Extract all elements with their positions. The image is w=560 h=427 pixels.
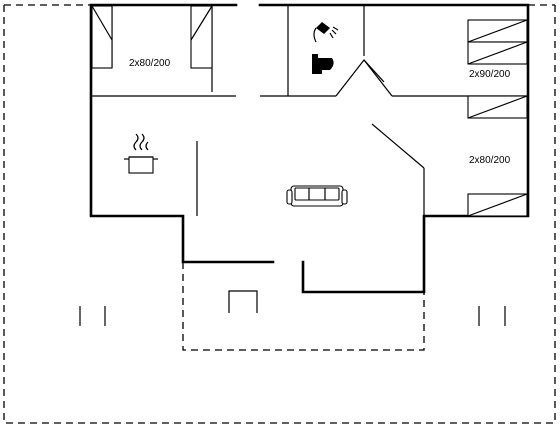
cooking-pot-icon [124,133,158,174]
wardrobe-right [190,5,213,69]
shower-icon [313,22,339,43]
wardrobe-left [91,5,113,69]
exterior-walls [89,3,530,294]
toilet-icon [312,54,334,74]
bed-label-top-left: 2x80/200 [129,58,171,69]
interior-walls [92,5,527,216]
sofa-icon [286,185,348,207]
porch-bench [228,290,258,313]
bed-right-2 [467,193,528,217]
garden-posts-right [478,306,506,326]
bed-top-right-2 [467,41,528,65]
garden-posts-left [79,306,106,326]
bed-label-top-right: 2x90/200 [469,69,511,80]
bed-label-right: 2x80/200 [469,155,511,166]
bed-right-1 [467,95,528,119]
bed-top-right-1 [467,19,528,43]
plot-boundary [3,4,556,424]
porch-outline [182,262,425,351]
